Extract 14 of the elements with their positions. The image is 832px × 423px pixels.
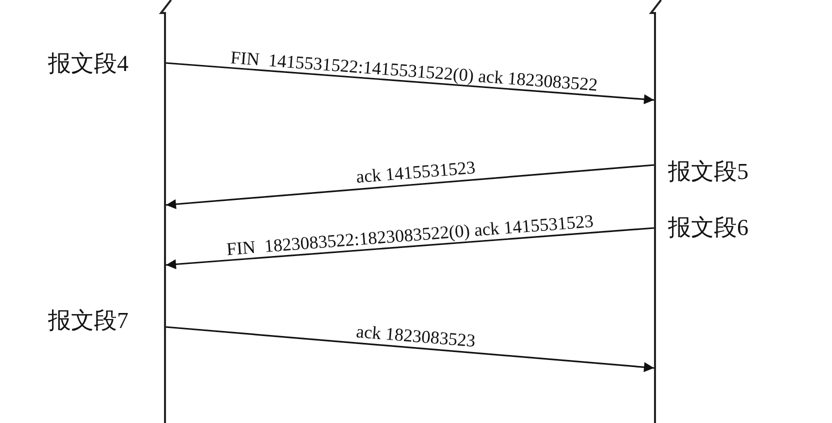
edge-label: ack 1823083523 bbox=[354, 320, 476, 352]
segment-label: 报文段6 bbox=[668, 214, 748, 242]
segment-label: 报文段5 bbox=[668, 158, 748, 186]
arrow bbox=[166, 227, 654, 270]
edge-label: FIN 1823083522:1823083522(0) ack 1415531523 bbox=[226, 210, 594, 260]
arrow bbox=[166, 62, 654, 104]
lifeline bbox=[164, 18, 166, 423]
arrow bbox=[166, 326, 654, 372]
edge-label: FIN 1415531522:1415531522(0) ack 1823083522 bbox=[230, 46, 598, 96]
lifeline bbox=[654, 18, 656, 423]
segment-label: 报文段7 bbox=[48, 307, 128, 335]
edge-label: ack 1415531523 bbox=[354, 156, 476, 188]
arrow bbox=[166, 164, 654, 210]
segment-label: 报文段4 bbox=[48, 50, 128, 78]
